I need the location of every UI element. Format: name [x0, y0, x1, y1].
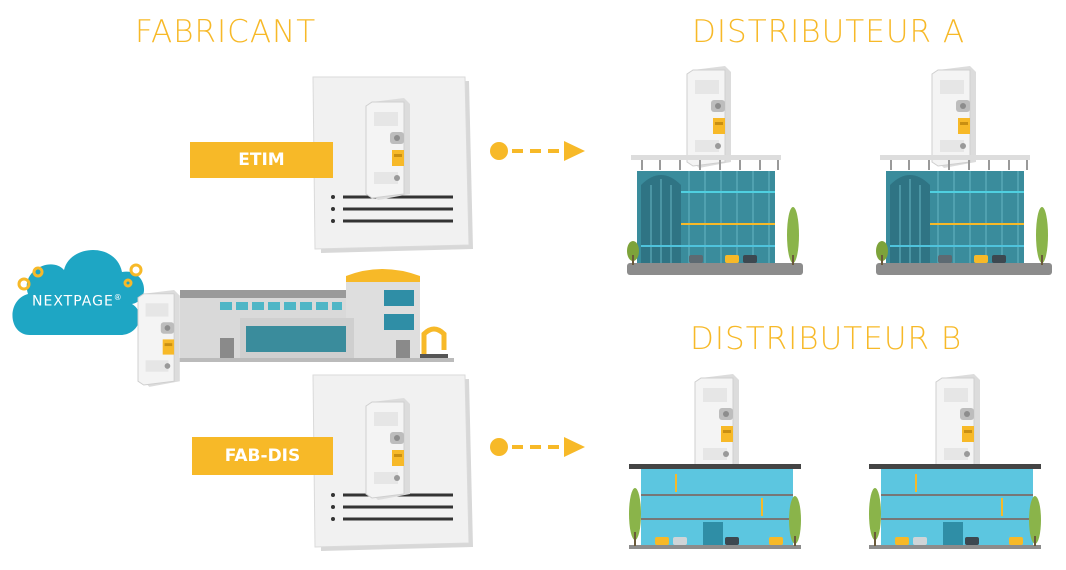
distributor-b-heading: DISTRIBUTEUR B	[690, 321, 963, 357]
circuit-breaker-product	[137, 289, 181, 388]
factory-building	[170, 269, 454, 362]
distributor-b-building-1	[629, 373, 801, 549]
distributor-a-heading: DISTRIBUTEUR A	[692, 14, 966, 50]
distributor-a-building-1	[626, 65, 804, 276]
nextpage-cloud	[12, 250, 145, 335]
distributor-b-building-2	[869, 373, 1041, 549]
distributor-a-building-2	[875, 65, 1053, 276]
etim-data-sheet	[312, 76, 474, 254]
nextpage-brand-text: NEXTPAGE	[32, 293, 114, 310]
manufacturer-heading: FABRICANT	[135, 14, 317, 50]
fabdis-format-tag: FAB-DIS	[192, 437, 333, 475]
gear-icon	[17, 263, 143, 291]
fabdis-data-sheet	[312, 374, 474, 552]
registered-mark: ®	[113, 293, 123, 302]
etim-flow-arrow	[490, 141, 585, 161]
fabdis-flow-arrow	[490, 437, 585, 457]
nextpage-cloud-label: NEXTPAGE®	[32, 293, 123, 310]
etim-format-tag: ETIM	[190, 142, 333, 178]
